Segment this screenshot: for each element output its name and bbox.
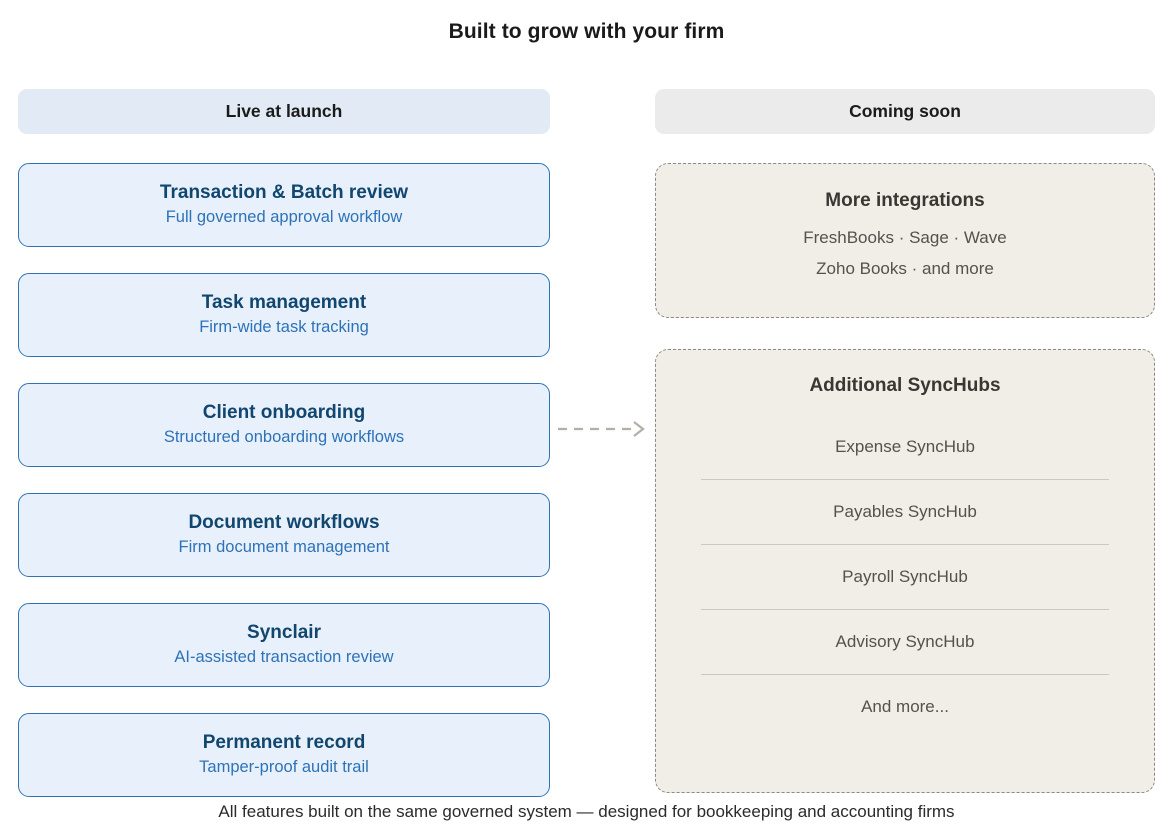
feature-card-subtitle: Firm document management: [178, 537, 390, 556]
feature-card-subtitle: Full governed approval workflow: [165, 207, 403, 226]
feature-card-subtitle: Tamper-proof audit trail: [199, 757, 369, 776]
feature-card-title: Task management: [201, 292, 367, 314]
list-item[interactable]: Expense SyncHub: [701, 415, 1109, 480]
feature-card-title: Client onboarding: [202, 402, 366, 424]
integration-line: Zoho Books · and more: [816, 259, 994, 279]
integration-line: FreshBooks · Sage · Wave: [803, 228, 1007, 247]
panel-heading-more-integrations: More integrations: [825, 190, 985, 211]
feature-card-permanent-record[interactable]: Permanent record Tamper-proof audit trai…: [18, 713, 550, 797]
list-item[interactable]: Payroll SyncHub: [701, 545, 1109, 610]
feature-card-document-workflows[interactable]: Document workflows Firm document managem…: [18, 493, 550, 577]
panel-additional-synchubs: Additional SyncHubs Expense SyncHub Paya…: [655, 349, 1155, 793]
footer-note: All features built on the same governed …: [218, 802, 955, 821]
page-title: Built to grow with your firm: [448, 20, 725, 43]
feature-card-title: Transaction & Batch review: [159, 182, 409, 204]
feature-card-subtitle: Firm-wide task tracking: [199, 317, 369, 336]
column-header-coming-soon: Coming soon: [655, 89, 1155, 134]
feature-card-client-onboarding[interactable]: Client onboarding Structured onboarding …: [18, 383, 550, 467]
column-header-live-at-launch: Live at launch: [18, 89, 550, 134]
list-item[interactable]: Advisory SyncHub: [701, 610, 1109, 675]
feature-card-subtitle: Structured onboarding workflows: [163, 427, 405, 446]
dashed-arrow-right-icon: [556, 412, 652, 446]
list-item[interactable]: Payables SyncHub: [701, 480, 1109, 545]
feature-card-title: Synclair: [247, 622, 321, 644]
integration-list: FreshBooks · Sage · Wave Zoho Books · an…: [656, 222, 1154, 285]
panel-more-integrations: More integrations FreshBooks · Sage · Wa…: [655, 163, 1155, 318]
list-item[interactable]: And more...: [861, 697, 949, 716]
synchub-list: Expense SyncHub Payables SyncHub Payroll…: [701, 415, 1109, 739]
feature-card-synclair[interactable]: Synclair AI-assisted transaction review: [18, 603, 550, 687]
panel-heading-additional-synchubs: Additional SyncHubs: [809, 375, 1001, 396]
feature-card-task-management[interactable]: Task management Firm-wide task tracking: [18, 273, 550, 357]
feature-card-subtitle: AI-assisted transaction review: [174, 647, 394, 666]
feature-card-title: Permanent record: [202, 732, 366, 754]
feature-card-title: Document workflows: [188, 512, 380, 534]
feature-card-transaction-batch-review[interactable]: Transaction & Batch review Full governed…: [18, 163, 550, 247]
